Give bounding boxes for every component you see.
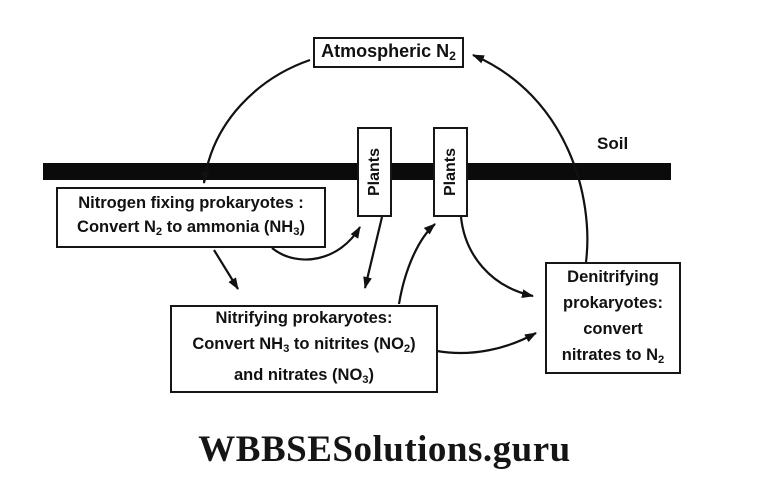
arrow-plants-left-to-nitrifying	[363, 216, 384, 289]
node-nitrifying-line2: Convert NH3 to nitrites (NO2)	[192, 335, 416, 355]
node-nitrifying-prokaryotes: Nitrifying prokaryotes: Convert NH3 to n…	[170, 305, 438, 393]
node-atmospheric-n2: Atmospheric N2	[313, 37, 464, 68]
watermark-text: WBBSESolutions.guru	[198, 429, 571, 470]
node-atmospheric-n2-label: Atmospheric N2	[321, 41, 456, 64]
node-plants-left: Plants	[357, 127, 392, 217]
node-nitrifying-line1: Nitrifying prokaryotes:	[215, 309, 393, 328]
node-plants-left-label: Plants	[365, 147, 383, 197]
node-nitrogen-fixing-line1: Nitrogen fixing prokaryotes :	[78, 194, 304, 213]
node-plants-right: Plants	[433, 127, 468, 217]
soil-label: Soil	[597, 134, 629, 153]
node-denitrifying-line2: prokaryotes:	[563, 293, 663, 312]
arrow-plants-right-to-denitrifying	[459, 216, 534, 298]
node-denitrifying-line1: Denitrifying	[567, 267, 659, 286]
arrow-nitrifying-to-plants-right	[397, 223, 436, 305]
node-denitrifying-line4: nitrates to N2	[561, 345, 665, 366]
node-plants-right-label: Plants	[441, 147, 459, 197]
node-denitrifying-line3: convert	[583, 319, 643, 338]
node-nitrogen-fixing-prokaryotes: Nitrogen fixing prokaryotes : Convert N2…	[56, 187, 326, 248]
node-denitrifying-prokaryotes: Denitrifying prokaryotes: convert nitrat…	[545, 262, 681, 374]
arrow-denitrifying-to-atmospheric	[472, 53, 589, 263]
arrow-nitrifying-to-denitrifying	[436, 332, 537, 355]
arrow-nitrogen-fixing-to-nitrifying	[213, 249, 239, 290]
node-nitrogen-fixing-line2: Convert N2 to ammonia (NH3)	[77, 218, 305, 238]
node-nitrifying-line3: and nitrates (NO3)	[233, 366, 375, 386]
